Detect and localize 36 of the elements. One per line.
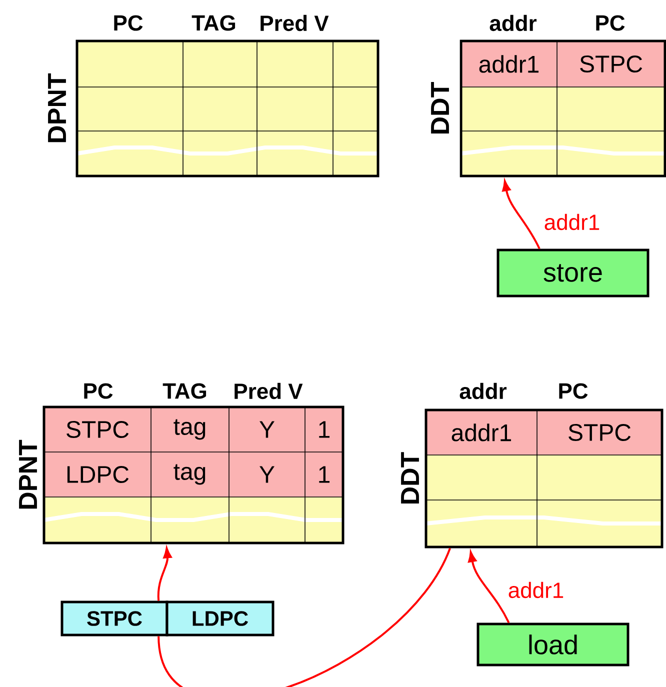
edge-label: addr1 bbox=[542, 212, 602, 232]
column-header: PC bbox=[114, 15, 143, 31]
edge-label: addr1 bbox=[506, 580, 566, 600]
table bbox=[42, 406, 344, 544]
label-box: store bbox=[496, 248, 650, 298]
column-header: TAG bbox=[162, 383, 206, 399]
label-box: LDPC bbox=[166, 600, 274, 636]
table-cell-text: tag bbox=[174, 419, 206, 440]
table-cell-text: STPC bbox=[568, 424, 631, 441]
table-cell-text: STPC bbox=[580, 56, 642, 72]
table-cell-text: Y bbox=[260, 466, 274, 483]
column-header: PC bbox=[84, 383, 113, 399]
table-title: DPNT bbox=[48, 73, 66, 142]
table-cell-text: 1 bbox=[319, 466, 330, 483]
label-box: load bbox=[476, 622, 630, 666]
table-title: DPNT bbox=[19, 440, 37, 509]
table-cell-text: LDPC bbox=[67, 466, 129, 483]
table bbox=[460, 40, 666, 178]
column-header: PC bbox=[559, 383, 588, 399]
table-cell-text: STPC bbox=[66, 421, 129, 438]
column-header: addr bbox=[460, 382, 507, 400]
column-header: PC bbox=[596, 15, 625, 31]
label-box: STPC bbox=[60, 600, 168, 636]
table-cell-text: Y bbox=[260, 421, 274, 438]
column-header: Pred V bbox=[260, 14, 329, 32]
table-cell-text: addr1 bbox=[452, 424, 511, 442]
column-header: addr bbox=[490, 14, 537, 32]
table bbox=[424, 408, 664, 548]
column-header: TAG bbox=[192, 15, 236, 31]
table bbox=[76, 40, 380, 178]
table-cell-text: tag bbox=[174, 464, 206, 485]
table-cell-text: 1 bbox=[319, 421, 330, 438]
column-header: Pred V bbox=[234, 382, 303, 400]
table-title: DDT bbox=[431, 82, 449, 134]
table-cell-text: addr1 bbox=[479, 55, 538, 73]
table-title: DDT bbox=[401, 452, 419, 504]
